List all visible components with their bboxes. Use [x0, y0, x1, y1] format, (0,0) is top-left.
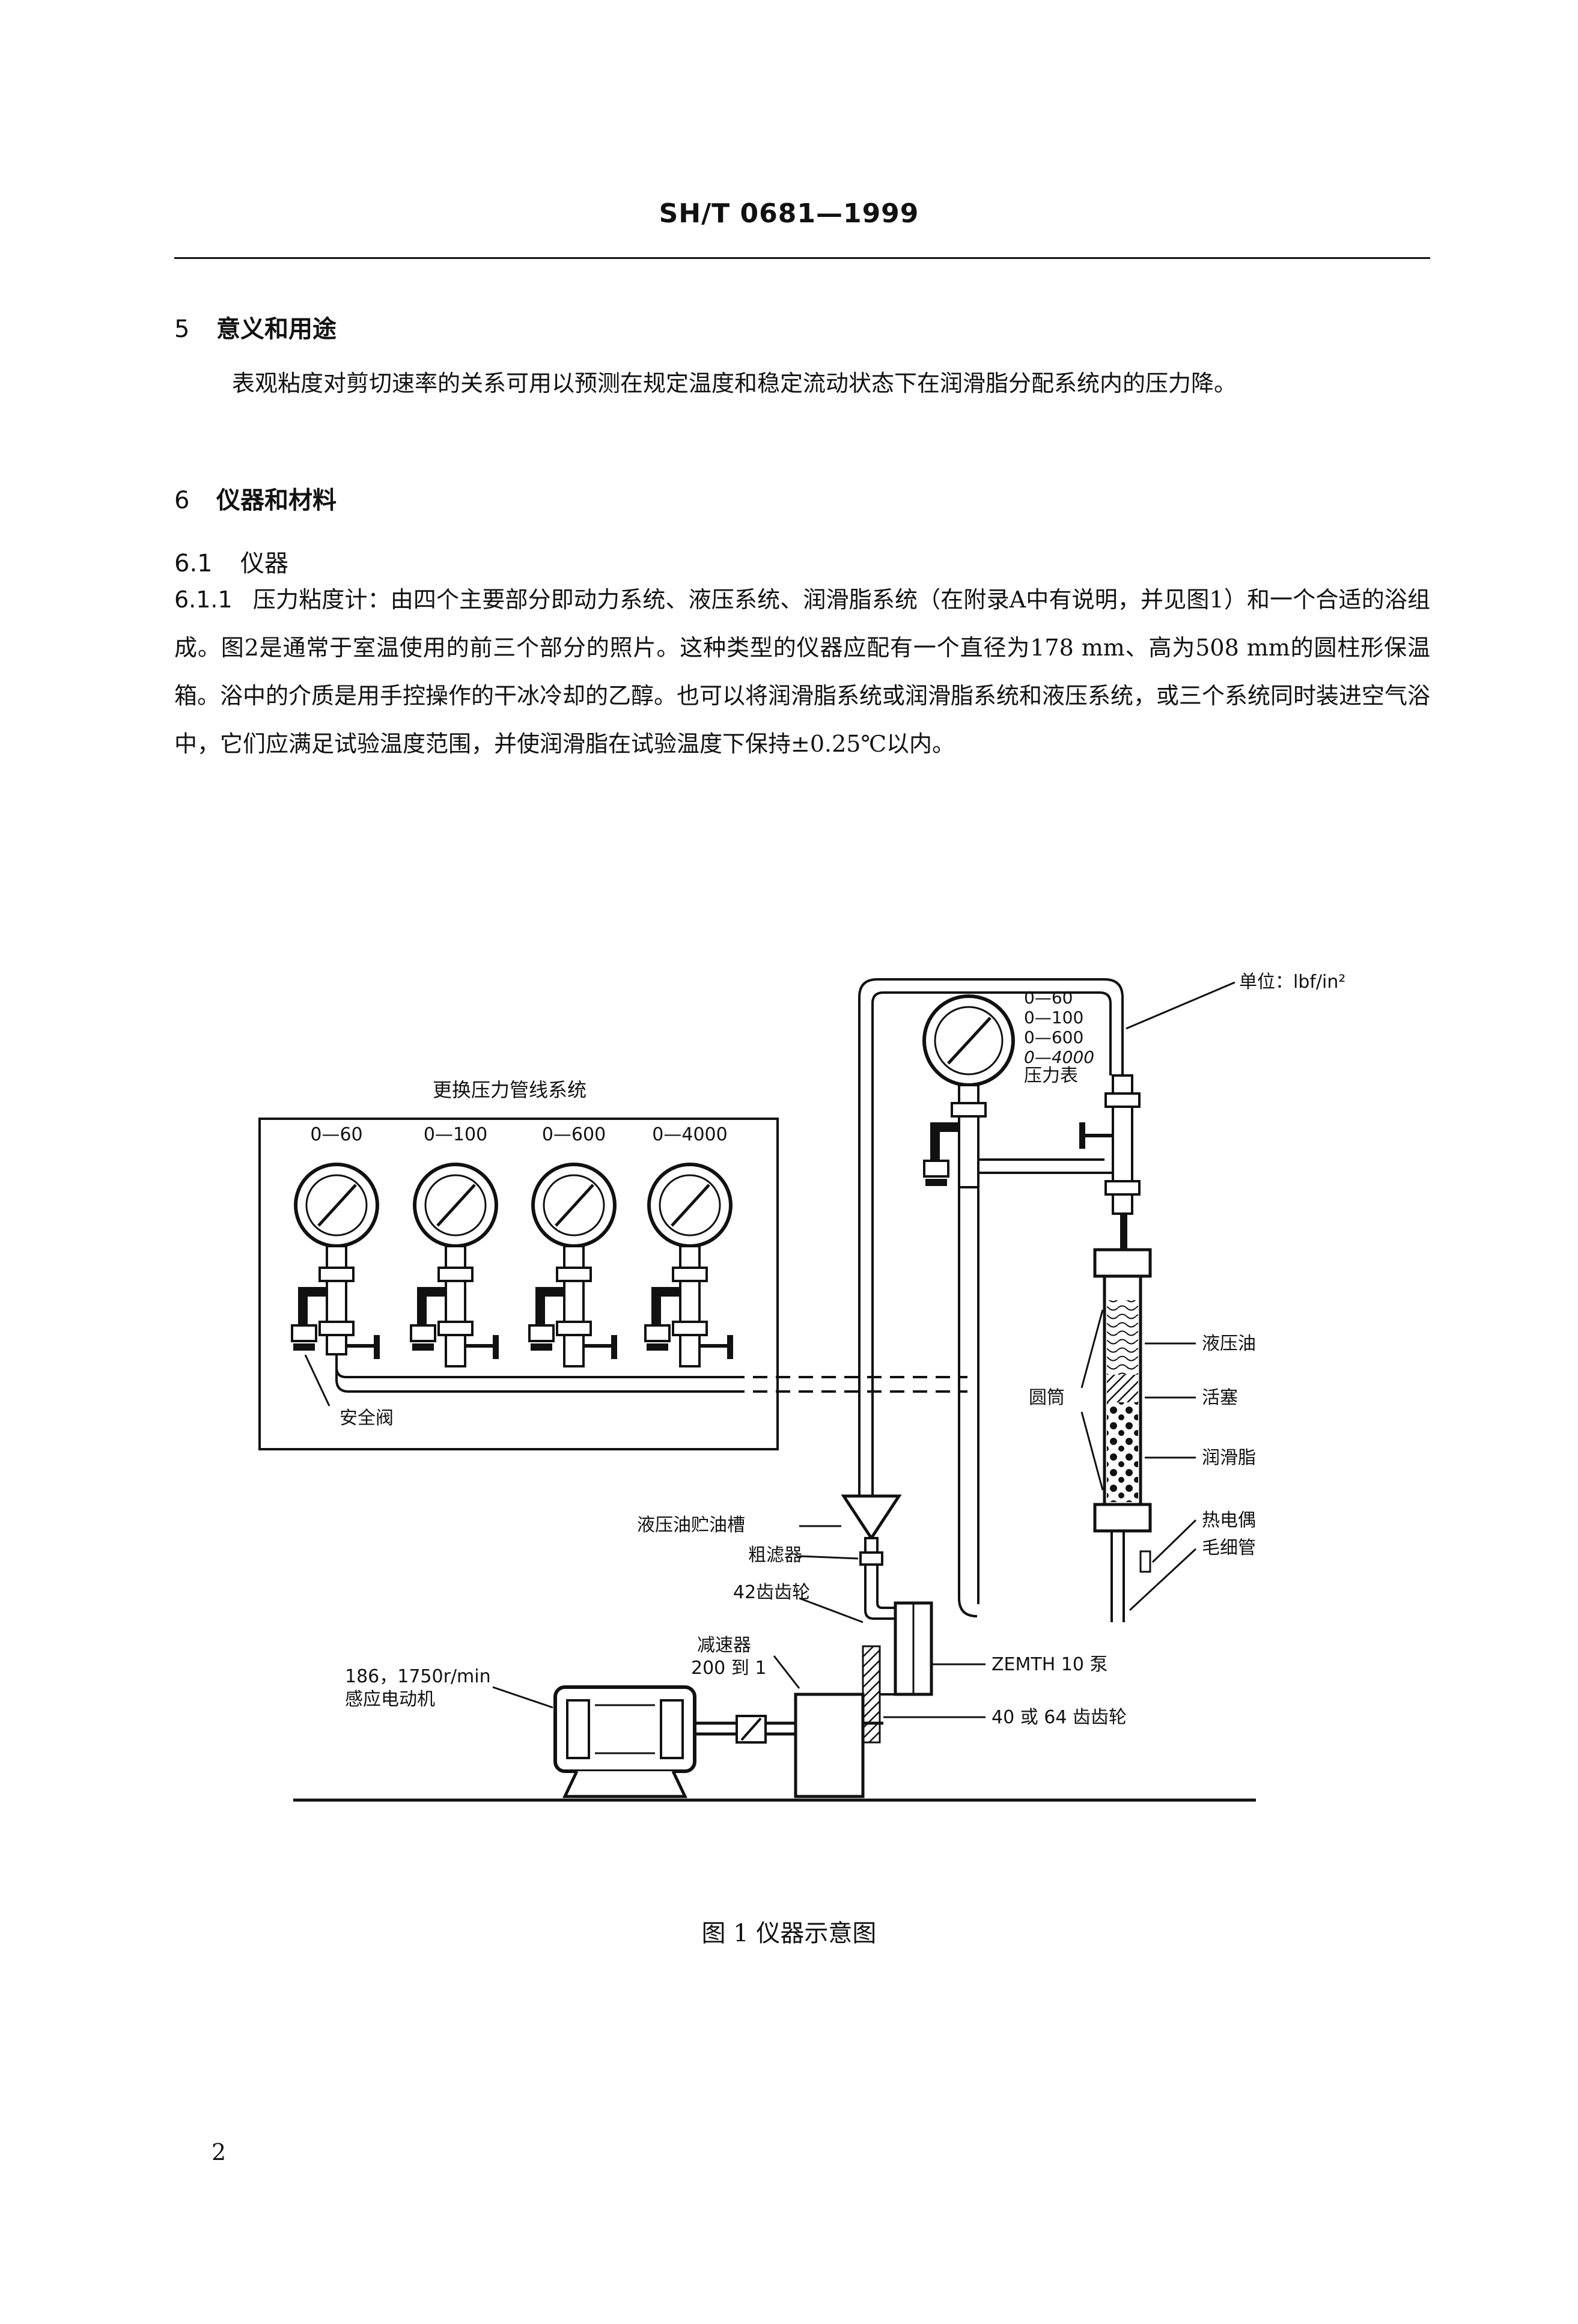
- gear-42-label: 42齿齿轮: [733, 1582, 810, 1603]
- section-title: 仪器: [240, 550, 288, 577]
- page-number: 2: [212, 2139, 227, 2165]
- pressure-line-box: 更换压力管线系统 0—60 0—100 0—600 0—4000: [258, 1078, 779, 1450]
- section-title: 仪器和材料: [216, 487, 337, 514]
- gauge-range-label: 0—600: [542, 1124, 606, 1145]
- section-5-heading: 5 意义和用途: [174, 309, 337, 344]
- svg-text:0—100: 0—100: [1024, 1008, 1083, 1027]
- section-6-1-heading: 6.1 仪器: [174, 544, 288, 579]
- cylinder-icon: [1093, 1248, 1152, 1622]
- motor-icon: [553, 1685, 696, 1798]
- section-text: 压力粘度计：由四个主要部分即动力系统、液压系统、润滑脂系统（在附录A中有说明，并…: [174, 586, 1431, 757]
- pump-icon: [862, 1601, 933, 1744]
- cylinder-valve-icon: [1079, 1074, 1141, 1250]
- section-number: 6.1: [174, 550, 213, 577]
- section-number: 6.1.1: [174, 586, 233, 613]
- grease-label: 润滑脂: [1202, 1447, 1256, 1468]
- main-gauge-ranges: 0—60 0—100 0—600 0—4000 压力表: [1024, 988, 1094, 1086]
- reducer-label: 减速器: [697, 1635, 751, 1656]
- gauge-icon: [410, 1163, 499, 1367]
- section-number: 6: [174, 487, 190, 514]
- gauge-icon: [291, 1163, 380, 1359]
- motor-label: 感应电动机: [345, 1689, 435, 1710]
- section-6-heading: 6 仪器和材料: [174, 481, 337, 516]
- reducer-icon: [794, 1693, 883, 1798]
- box-title: 更换压力管线系统: [433, 1078, 586, 1101]
- gauge-range-label: 0—60: [310, 1124, 362, 1145]
- figure-caption: 图 1 仪器示意图: [701, 1920, 877, 1947]
- section-title: 意义和用途: [216, 315, 337, 343]
- hydraulic-oil-label: 液压油: [1202, 1333, 1256, 1354]
- gauge-icon: [528, 1163, 617, 1367]
- svg-text:0—60: 0—60: [1024, 988, 1073, 1008]
- cylinder-label: 圆筒: [1029, 1387, 1065, 1408]
- capillary-label: 毛细管: [1202, 1538, 1256, 1559]
- header-rule: [174, 257, 1430, 259]
- pressure-gauge-label: 压力表: [1024, 1065, 1078, 1086]
- unit-label: 单位：lbf/in²: [1239, 972, 1345, 993]
- gauge-range-label: 0—4000: [652, 1124, 727, 1145]
- gauge-range-label: 0—100: [424, 1124, 487, 1145]
- main-gauge-icon: [922, 994, 1015, 1188]
- section-5-body: 表观粘度对剪切速率的关系可用以预测在规定温度和稳定流动状态下在润滑脂分配系统内的…: [232, 370, 1237, 397]
- reservoir-icon: [841, 1494, 902, 1620]
- safety-valve-label: 安全阀: [340, 1408, 394, 1429]
- pump-label: ZEMTH 10 泵: [992, 1654, 1108, 1675]
- gauge-icon: [644, 1163, 733, 1367]
- section-number: 5: [174, 315, 190, 343]
- thermocouple-label: 热电偶: [1202, 1510, 1256, 1531]
- reducer-ratio-label: 200 到 1: [691, 1658, 766, 1679]
- svg-text:0—4000: 0—4000: [1024, 1047, 1094, 1067]
- standard-id: SH/T 0681—1999: [659, 198, 919, 229]
- coarse-filter-label: 粗滤器: [748, 1545, 802, 1566]
- svg-text:0—600: 0—600: [1024, 1027, 1083, 1047]
- gear-40-label: 40 或 64 齿齿轮: [992, 1707, 1127, 1728]
- reservoir-label: 液压油贮油槽: [637, 1515, 745, 1536]
- piston-label: 活塞: [1202, 1387, 1238, 1408]
- motor-speed-label: 186，1750r/min: [345, 1666, 491, 1687]
